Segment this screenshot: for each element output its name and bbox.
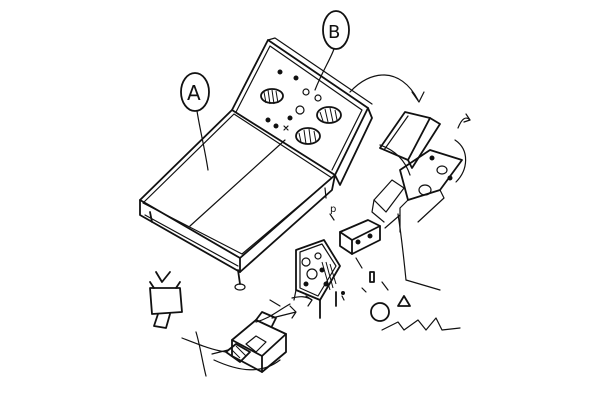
label-b: B [314, 10, 350, 91]
machine-cart [211, 303, 297, 373]
small-box: p [329, 204, 401, 255]
bed-platform [139, 109, 336, 291]
shape-circle [370, 302, 390, 322]
backrest-panel [231, 37, 373, 186]
small-figure [149, 271, 183, 329]
shape-bar [369, 271, 375, 283]
label-b-text: B [328, 22, 340, 43]
label-a: A [180, 72, 210, 171]
perforated-panel [293, 239, 345, 319]
shape-set [361, 271, 461, 331]
motion-lines [181, 213, 441, 377]
small-box-mark: p [330, 204, 336, 215]
panel-hole-1 [260, 88, 284, 105]
panel-hole-2 [316, 106, 342, 124]
panel-hole-3 [295, 127, 321, 145]
rotation-arrow [349, 74, 425, 176]
shape-triangle [397, 295, 411, 307]
label-a-text: A [187, 81, 201, 105]
folded-unit [371, 111, 471, 233]
